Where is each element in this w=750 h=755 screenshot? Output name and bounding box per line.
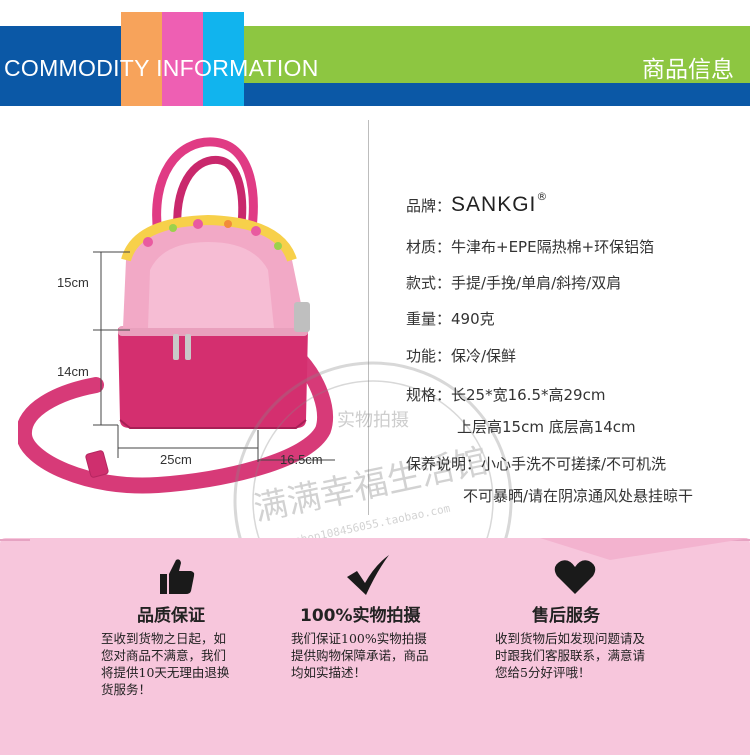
guarantee-quality-text: 至收到货物之日起，如 您对商品不满意，我们 将提供10天无理由退换 货服务！ <box>101 631 230 697</box>
spec-care: 保养说明：小心手洗不可搓揉/不可机洗 <box>406 455 667 473</box>
spec-size-layers: 上层高15cm 底层高14cm <box>457 418 636 436</box>
spec-brand-value: SANKGI <box>451 193 537 216</box>
spec-brand: 品牌：SANKGI® <box>406 190 548 217</box>
watermark-tag: 实物拍摄 <box>337 410 409 431</box>
guarantee-photo-title: 100%实物拍摄 <box>300 606 421 626</box>
spec-size: 规格：长25*宽16.5*高29cm <box>406 386 606 404</box>
heart-icon <box>554 560 596 594</box>
dimension-length: 25cm <box>160 452 192 467</box>
spec-weight: 重量：490克 <box>406 310 495 328</box>
header-title-english: COMMODITY INFORMATION <box>4 55 319 81</box>
dimension-guides <box>93 251 335 462</box>
spec-material: 材质：牛津布+EPE隔热棉+环保铝箔 <box>406 238 655 256</box>
registered-mark: ® <box>536 190 548 203</box>
header-pink-stripe <box>162 12 203 106</box>
spec-function: 功能：保冷/保鲜 <box>406 347 517 365</box>
dimension-upper-height: 15cm <box>57 275 89 290</box>
spec-brand-label: 品牌： <box>406 197 452 215</box>
checkmark-icon <box>347 555 389 595</box>
header-title-chinese: 商品信息 <box>642 57 734 83</box>
header-orange-stripe <box>121 12 162 106</box>
spec-style: 款式：手提/手挽/单肩/斜挎/双肩 <box>406 274 622 292</box>
guarantee-service-text: 收到货物后如发现问题请及 时跟我们客服联系，满意请 您给5分好评哦！ <box>495 631 646 680</box>
dimension-lower-height: 14cm <box>57 364 89 379</box>
spec-care-continued: 不可暴晒/请在阴凉通风处悬挂晾干 <box>463 487 694 505</box>
divider-line <box>368 120 369 515</box>
header-cyan-stripe <box>203 12 244 106</box>
guarantee-service-title: 售后服务 <box>532 606 600 626</box>
lunch-bag-image <box>18 137 333 494</box>
dimension-width: 16.5cm <box>280 452 323 467</box>
thumbs-up-icon <box>160 559 195 594</box>
guarantee-quality-title: 品质保证 <box>137 606 205 626</box>
header-green-band <box>243 26 750 83</box>
guarantee-photo-text: 我们保证100%实物拍摄 提供购物保障承诺，商品 均如实描述！ <box>291 631 429 680</box>
